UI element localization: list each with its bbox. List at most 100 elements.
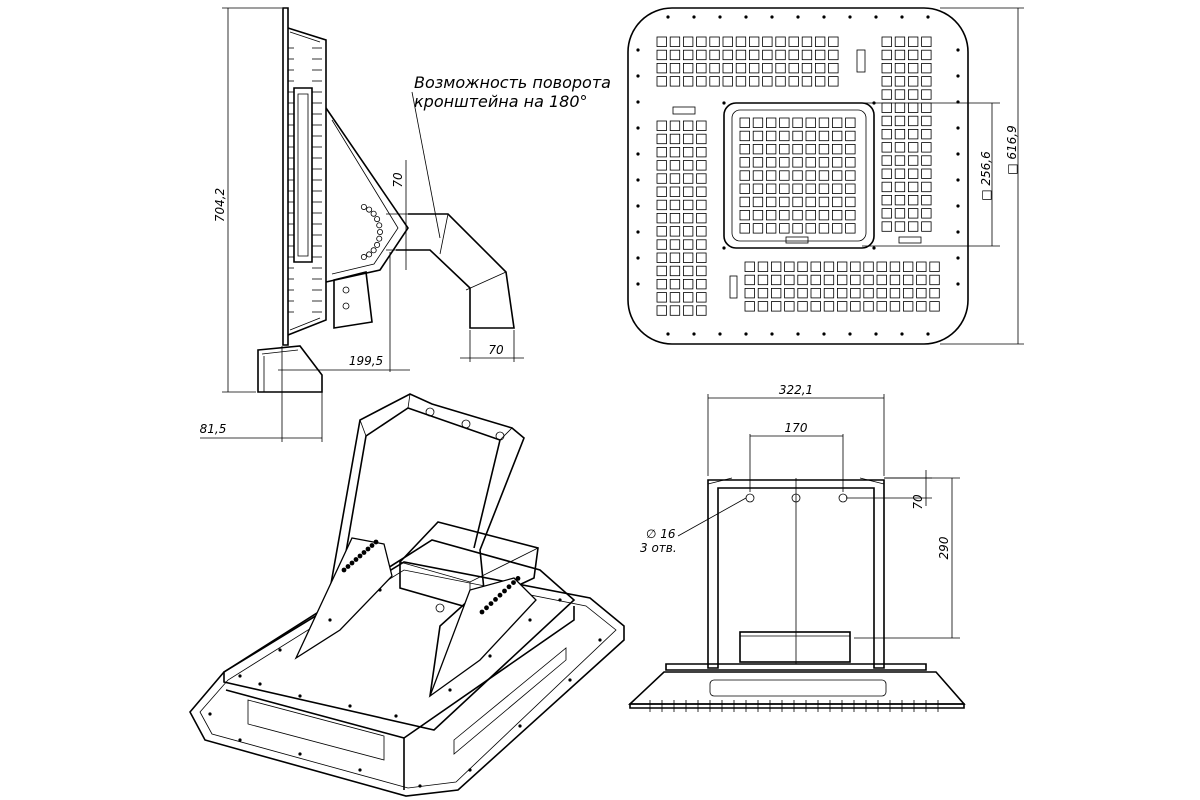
led-cell <box>828 76 839 87</box>
led-cell <box>683 226 694 237</box>
led-cell <box>779 130 790 142</box>
hole <box>511 580 516 585</box>
led-cell <box>894 155 906 166</box>
screw <box>598 638 602 642</box>
led-cell <box>739 117 750 128</box>
led-cell <box>815 63 826 74</box>
led-cell <box>908 115 919 127</box>
led-cell <box>752 183 764 194</box>
led-cell <box>805 183 816 194</box>
led-cell <box>779 157 790 168</box>
screw <box>822 15 826 19</box>
led-cell <box>863 287 874 299</box>
hole <box>376 235 383 242</box>
led-cell <box>683 212 694 224</box>
led-cell <box>845 157 856 168</box>
screw <box>358 768 362 772</box>
led-cell <box>845 117 856 128</box>
led-cell <box>669 63 681 74</box>
screw <box>238 738 242 742</box>
led-cell <box>876 274 887 286</box>
screw <box>328 618 332 622</box>
led-cell <box>656 173 667 184</box>
led-cell <box>752 209 764 221</box>
led-cell <box>845 143 856 155</box>
screw <box>468 768 472 772</box>
hole <box>370 247 377 254</box>
led-cell <box>779 223 790 234</box>
led-cell <box>784 301 795 312</box>
led-cell <box>916 274 927 286</box>
led-cell <box>823 274 835 286</box>
led-cell <box>810 274 821 286</box>
led-cell <box>766 130 777 142</box>
led-cell <box>739 209 750 221</box>
screw <box>956 126 960 130</box>
screw <box>636 230 640 234</box>
led-cell <box>921 102 932 113</box>
led-cell <box>801 63 813 74</box>
hole <box>370 210 377 217</box>
led-cell <box>683 146 694 158</box>
screw <box>900 15 904 19</box>
led-cell <box>775 76 786 87</box>
screw <box>874 332 878 336</box>
led-cell <box>823 301 835 312</box>
led-cell <box>669 278 681 290</box>
led-cell <box>744 301 755 312</box>
hole <box>374 241 381 248</box>
led-cell <box>762 76 773 87</box>
led-cell <box>908 49 919 61</box>
led-cell <box>818 183 830 194</box>
hole <box>341 567 347 573</box>
screw <box>926 15 930 19</box>
led-cell <box>735 49 747 61</box>
led-cell <box>696 239 707 250</box>
screw <box>822 332 826 336</box>
led-cell <box>749 63 760 74</box>
rotation-note-line2: кронштейна на 180° <box>414 92 588 111</box>
led-cell <box>903 261 914 272</box>
led-cell <box>696 49 707 61</box>
hole <box>366 251 373 258</box>
led-cell <box>823 261 835 272</box>
hole <box>374 216 381 223</box>
led-cell <box>669 186 681 197</box>
led-cell <box>696 173 707 184</box>
led-cell <box>881 128 892 140</box>
led-cell <box>779 143 790 155</box>
screw <box>744 15 748 19</box>
hole <box>366 206 373 213</box>
screw-holes-iso <box>208 588 602 788</box>
dim-depth: 199,5 <box>349 354 383 368</box>
dim-hole-span: 170 <box>785 421 808 435</box>
led-cell <box>805 196 816 208</box>
led-cell <box>889 274 901 286</box>
led-cell <box>894 221 906 232</box>
screw <box>848 15 852 19</box>
led-cell <box>818 157 830 168</box>
led-cell <box>656 36 667 47</box>
led-cell <box>908 208 919 219</box>
led-cell <box>850 274 861 286</box>
screw <box>926 332 930 336</box>
screw <box>208 712 212 716</box>
led-cell <box>881 63 892 74</box>
led-cell <box>683 252 694 263</box>
hole-diameter-label: ∅ 16 <box>646 527 676 541</box>
led-cell <box>797 287 808 299</box>
led-cell <box>752 130 764 142</box>
led-cell <box>775 49 786 61</box>
hole <box>365 546 371 552</box>
screw <box>718 15 722 19</box>
hole <box>376 222 383 229</box>
led-cell <box>797 274 808 286</box>
led-cell <box>908 194 919 206</box>
led-cell <box>656 305 667 316</box>
led-cell <box>881 194 892 206</box>
led-cell <box>921 181 932 193</box>
led-cell <box>744 261 755 272</box>
led-cell <box>779 117 790 128</box>
led-cell <box>683 292 694 303</box>
hole <box>373 539 379 545</box>
